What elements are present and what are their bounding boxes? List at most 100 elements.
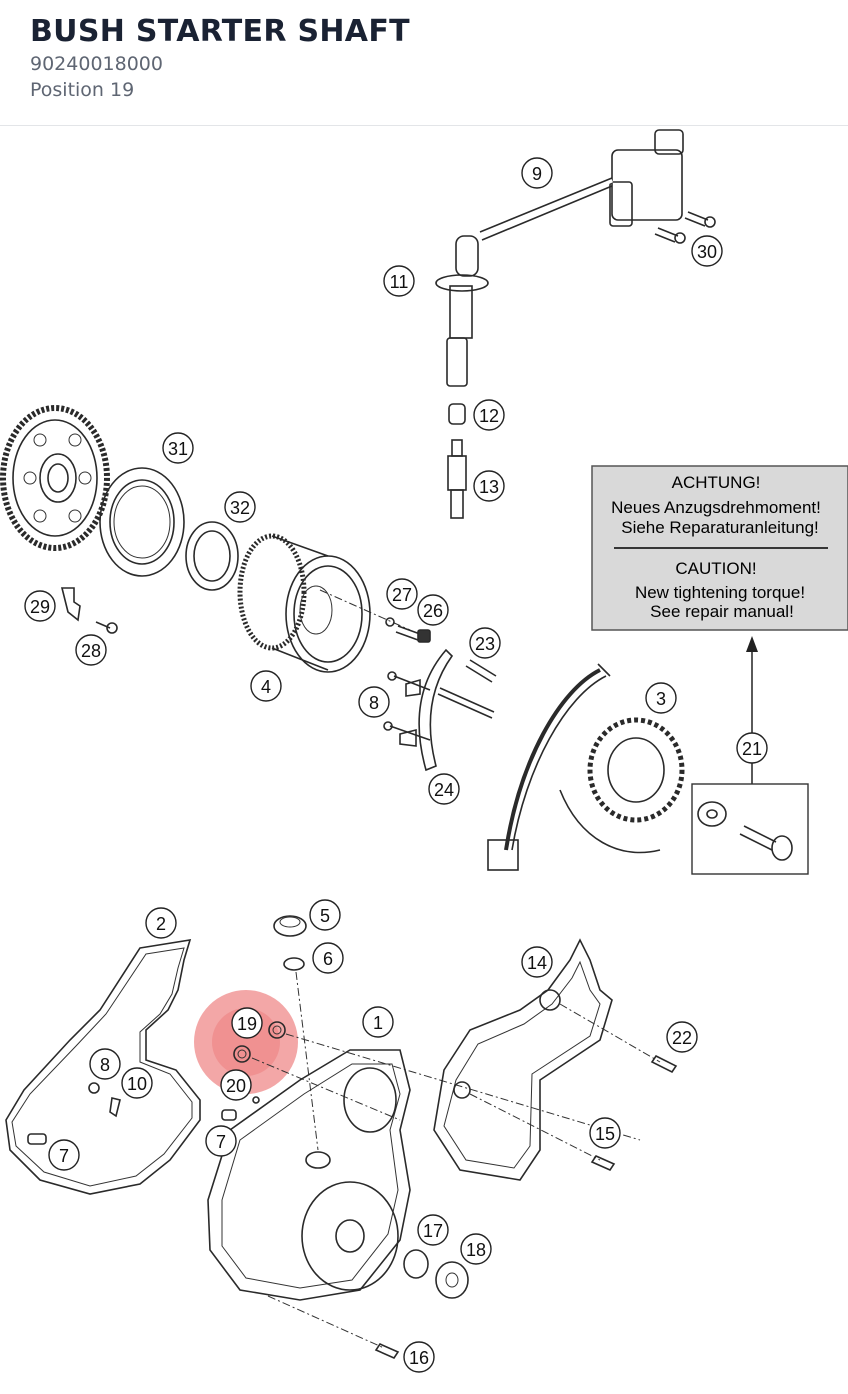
callout-4[interactable]: 4 — [250, 670, 282, 702]
notice-en-heading: CAUTION! — [675, 559, 756, 578]
callout-29[interactable]: 29 — [24, 590, 56, 622]
ignition-cover-drawing — [207, 1049, 411, 1301]
callout-8-lower[interactable]: 8 — [89, 1048, 121, 1080]
callout-12[interactable]: 12 — [473, 399, 505, 431]
rotor-drawing — [237, 533, 371, 673]
cover-plug-drawing — [273, 915, 307, 971]
guide-rail-drawing — [383, 648, 497, 772]
svg-text:11: 11 — [390, 272, 409, 292]
callout-7-left[interactable]: 7 — [48, 1139, 80, 1171]
svg-text:22: 22 — [672, 1028, 692, 1048]
cover-cap-drawing — [403, 1249, 469, 1299]
callout-11[interactable]: 11 — [383, 265, 415, 297]
svg-text:17: 17 — [423, 1221, 443, 1241]
svg-text:20: 20 — [226, 1076, 246, 1096]
svg-text:31: 31 — [168, 439, 188, 459]
callout-7-right[interactable]: 7 — [205, 1125, 237, 1157]
callout-22[interactable]: 22 — [666, 1021, 698, 1053]
notice-en-line2: See repair manual! — [650, 602, 794, 621]
small-parts-drawing — [27, 1082, 260, 1145]
svg-text:27: 27 — [392, 585, 412, 605]
diagram-svg: ACHTUNG! Neues Anzugsdrehmoment! Siehe R… — [0, 129, 848, 1373]
callout-26[interactable]: 26 — [417, 594, 449, 626]
svg-text:19: 19 — [237, 1014, 257, 1034]
callout-28[interactable]: 28 — [75, 634, 107, 666]
svg-text:29: 29 — [30, 597, 50, 617]
svg-text:7: 7 — [59, 1146, 69, 1166]
starter-gear-drawing — [0, 405, 110, 551]
rotor-screw-drawing — [385, 617, 431, 643]
callout-31[interactable]: 31 — [162, 432, 194, 464]
part-title: BUSH STARTER SHAFT — [30, 14, 410, 49]
svg-text:3: 3 — [656, 689, 666, 709]
gasket-drawing — [5, 939, 201, 1195]
svg-text:23: 23 — [475, 634, 495, 654]
callout-17[interactable]: 17 — [417, 1214, 449, 1246]
callout-18[interactable]: 18 — [460, 1233, 492, 1265]
exploded-diagram: ACHTUNG! Neues Anzugsdrehmoment! Siehe R… — [0, 127, 848, 1390]
svg-text:2: 2 — [156, 914, 166, 934]
notice-arrow — [746, 636, 758, 652]
callout-13[interactable]: 13 — [473, 470, 505, 502]
svg-text:4: 4 — [261, 677, 271, 697]
gear-cover-drawing — [433, 938, 613, 1181]
highlight-marker — [194, 990, 298, 1094]
part-number: 90240018000 — [30, 53, 163, 75]
callout-30[interactable]: 30 — [691, 235, 723, 267]
callout-9[interactable]: 10 — [121, 1067, 153, 1099]
notice-box: ACHTUNG! Neues Anzugsdrehmoment! Siehe R… — [591, 465, 848, 631]
callout-15[interactable]: 15 — [589, 1117, 621, 1149]
stator-drawing — [487, 663, 685, 871]
svg-text:8: 8 — [369, 693, 379, 713]
callout-3[interactable]: 3 — [645, 682, 677, 714]
callout-32[interactable]: 32 — [224, 491, 256, 523]
svg-text:28: 28 — [81, 641, 101, 661]
callout-20[interactable]: 20 — [220, 1069, 252, 1101]
callout-5[interactable]: 5 — [309, 899, 341, 931]
notice-de-line1: Neues Anzugsdrehmoment! — [611, 498, 821, 517]
svg-text:8: 8 — [100, 1055, 110, 1075]
callout-1[interactable]: 1 — [362, 1006, 394, 1038]
callout-23[interactable]: 23 — [469, 627, 501, 659]
detail-box-21 — [691, 783, 809, 875]
callout-16[interactable]: 16 — [403, 1341, 435, 1373]
callout-6[interactable]: 6 — [312, 942, 344, 974]
svg-text:9: 9 — [532, 164, 542, 184]
svg-text:12: 12 — [479, 406, 499, 426]
part-position: Position 19 — [30, 79, 135, 101]
notice-de-line2: Siehe Reparaturanleitung! — [621, 518, 819, 537]
svg-text:30: 30 — [697, 242, 717, 262]
freewheel-plate-drawing — [99, 467, 185, 577]
svg-text:24: 24 — [434, 780, 454, 800]
callout-21[interactable]: 21 — [736, 732, 768, 764]
svg-text:26: 26 — [423, 601, 443, 621]
spark-plug-drawing — [447, 403, 467, 519]
svg-text:13: 13 — [479, 477, 499, 497]
bearing-ring-drawing — [185, 521, 239, 591]
callout-24[interactable]: 24 — [428, 773, 460, 805]
coil-screws-drawing — [654, 211, 716, 244]
ignition-coil-drawing — [435, 129, 684, 387]
callout-8-upper[interactable]: 8 — [358, 686, 390, 718]
svg-text:7: 7 — [216, 1132, 226, 1152]
callout-14[interactable]: 14 — [521, 946, 553, 978]
callout-2[interactable]: 2 — [145, 907, 177, 939]
svg-text:16: 16 — [409, 1348, 429, 1368]
svg-text:1: 1 — [373, 1013, 383, 1033]
svg-text:6: 6 — [323, 949, 333, 969]
svg-text:10: 10 — [127, 1074, 147, 1094]
notice-en-line1: New tightening torque! — [635, 583, 805, 602]
callout-19[interactable]: 19 — [231, 1007, 263, 1039]
bracket-drawing — [60, 587, 118, 634]
part-header: BUSH STARTER SHAFT 90240018000 Position … — [0, 0, 848, 126]
starter-shaft-bush-drawing — [233, 1021, 286, 1063]
callout-27[interactable]: 27 — [386, 578, 418, 610]
callout-10[interactable]: 9 — [521, 157, 553, 189]
svg-text:32: 32 — [230, 498, 250, 518]
svg-text:14: 14 — [527, 953, 547, 973]
svg-text:21: 21 — [742, 739, 762, 759]
svg-text:18: 18 — [466, 1240, 486, 1260]
notice-de-heading: ACHTUNG! — [672, 473, 761, 492]
svg-text:15: 15 — [595, 1124, 615, 1144]
svg-text:5: 5 — [320, 906, 330, 926]
